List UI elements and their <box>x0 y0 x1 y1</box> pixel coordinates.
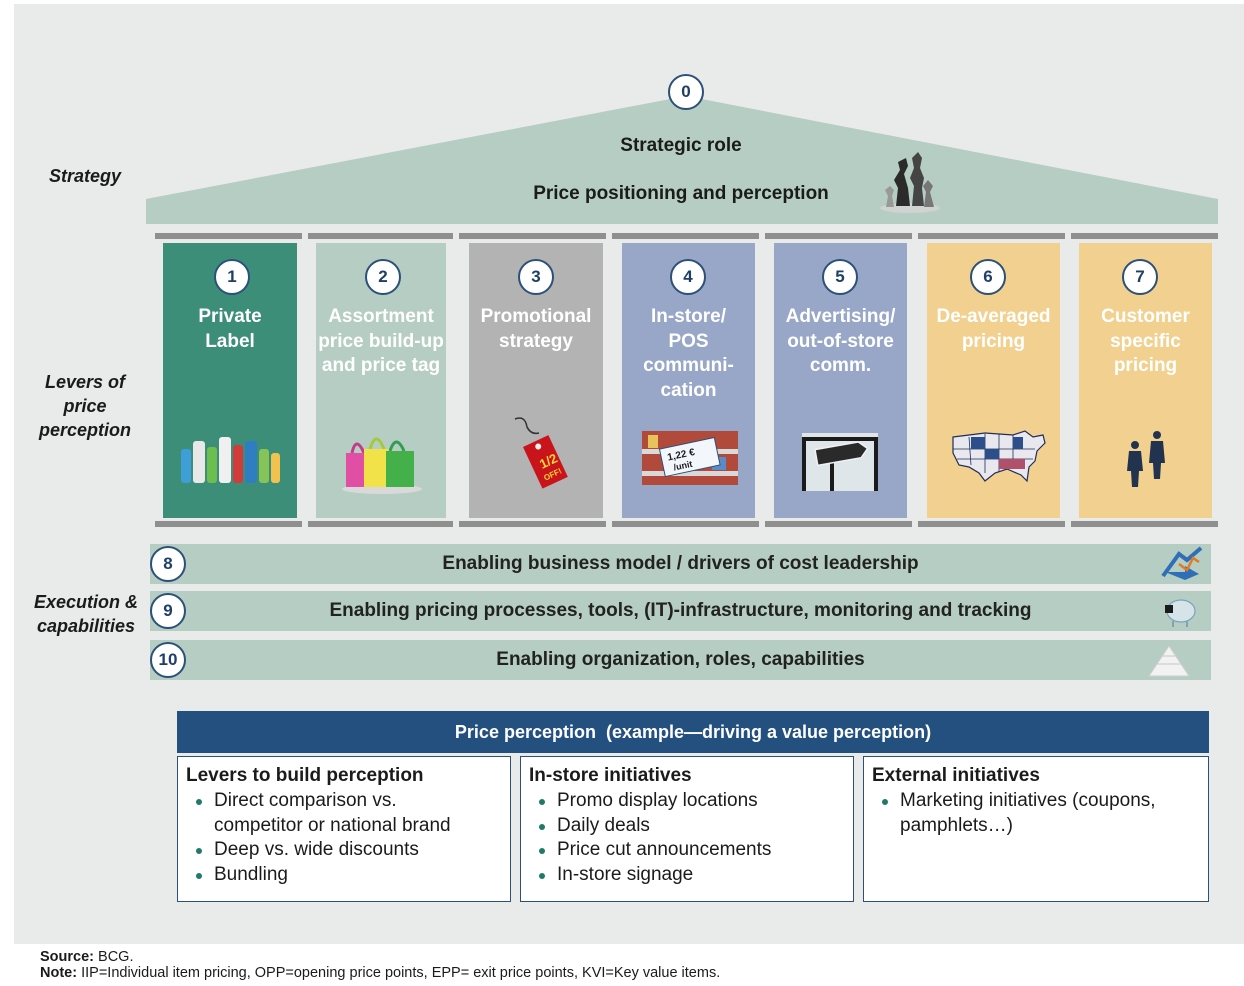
pillar-promotional-strategy: 3 Promotional strategy 1/2 OFF! <box>469 243 603 518</box>
roof-title: Strategic role <box>620 135 742 156</box>
pillar-number-badge: 1 <box>214 259 250 295</box>
pillar-label: De-averaged pricing <box>936 306 1051 352</box>
list-item: Daily deals <box>529 814 771 839</box>
piggy-bank-icon <box>1165 599 1196 627</box>
pillar-customer-specific-pricing: 7 Customer specific pricing <box>1079 243 1212 518</box>
source-label: Source: <box>40 949 94 965</box>
box-title: Levers to build perception <box>186 765 424 786</box>
pillar-number-badge: 4 <box>670 259 706 295</box>
box-title: External initiatives <box>872 765 1040 786</box>
signpost-icon <box>802 433 878 491</box>
bottom-beam-3 <box>459 521 606 527</box>
box-list: Marketing initiatives (coupons, pamphlet… <box>872 789 1190 838</box>
bottom-beam-2 <box>308 521 453 527</box>
list-item: In-store signage <box>529 863 771 888</box>
top-beam-5 <box>765 233 912 239</box>
list-item: Marketing initiatives (coupons, pamphlet… <box>872 789 1190 838</box>
list-item: Promo display locations <box>529 789 771 814</box>
band-organization: 10 Enabling organization, roles, capabil… <box>150 640 1211 680</box>
band-number-badge: 8 <box>150 546 186 582</box>
pyramid-icon <box>1148 645 1190 677</box>
us-map-icon <box>952 430 1046 483</box>
shelf-label-unit: /unit <box>673 459 694 473</box>
pillar-label: Assortment price build-up and price tag <box>318 306 444 376</box>
example-header-text: Price perception (example—driving a valu… <box>454 722 932 742</box>
band-number-badge: 10 <box>150 642 186 678</box>
chess-pieces-icon <box>880 152 940 213</box>
source-line: Source: BCG. <box>40 949 133 965</box>
top-beam-1 <box>155 233 302 239</box>
band-pricing-processes: 9 Enabling pricing processes, tools, (IT… <box>150 591 1211 631</box>
list-item: Direct comparison vs. competitor or nati… <box>186 789 484 838</box>
pillar-in-store-communication: 4 In-store/ POS communi-cation 1,22 € /u… <box>622 243 755 518</box>
top-beam-7 <box>1071 233 1218 239</box>
source-text: BCG. <box>98 949 134 965</box>
note-text: IIP=Individual item pricing, OPP=opening… <box>81 965 721 981</box>
pillar-number-badge: 7 <box>1122 259 1158 295</box>
note-line: Note: IIP=Individual item pricing, OPP=o… <box>40 965 720 981</box>
pillar-number-badge: 3 <box>518 259 554 295</box>
band-text: Enabling organization, roles, capabiliti… <box>496 649 865 670</box>
pillar-number-badge: 5 <box>822 259 858 295</box>
bottom-beam-7 <box>1071 521 1218 527</box>
band-text: Enabling business model / drivers of cos… <box>442 553 919 574</box>
pillar-number-badge: 2 <box>365 259 401 295</box>
pillar-private-label: 1 Private Label <box>163 243 297 518</box>
roof-subtitle: Price positioning and perception <box>533 183 829 204</box>
pillar-label: In-store/ POS communi-cation <box>643 306 734 401</box>
bottom-beam-6 <box>918 521 1065 527</box>
bottom-beam-1 <box>155 521 302 527</box>
pillar-label: Promotional strategy <box>480 306 592 352</box>
growth-arrow-icon <box>1161 546 1203 580</box>
price-tag-icon: 1/2 OFF! <box>514 417 568 489</box>
people-icon <box>1127 431 1165 487</box>
shopping-bags-icon <box>342 437 422 494</box>
box-title: In-store initiatives <box>529 765 692 786</box>
box-levers-to-build-perception: Levers to build perception Direct compar… <box>177 756 511 902</box>
top-beam-3 <box>459 233 606 239</box>
pillar-label: Customer specific pricing <box>1101 306 1190 376</box>
shelf-price-label-icon: 1,22 € /unit <box>642 431 738 485</box>
list-item: Deep vs. wide discounts <box>186 838 484 863</box>
roof-number-badge: 0 <box>668 74 704 110</box>
box-in-store-initiatives: In-store initiatives Promo display locat… <box>520 756 854 902</box>
box-external-initiatives: External initiatives Marketing initiativ… <box>863 756 1209 902</box>
bottom-beam-4 <box>612 521 759 527</box>
list-item: Price cut announcements <box>529 838 771 863</box>
pillar-label: Private Label <box>198 306 262 352</box>
pillar-assortment-price: 2 Assortment price build-up and price ta… <box>316 243 446 518</box>
top-beam-4 <box>612 233 759 239</box>
box-list: Promo display locations Daily deals Pric… <box>529 789 771 887</box>
band-number-badge: 9 <box>150 593 186 629</box>
list-item: Bundling <box>186 863 484 888</box>
execution-label: Execution & capabilities <box>33 592 139 636</box>
box-list: Direct comparison vs. competitor or nati… <box>186 789 484 887</box>
pillar-advertising: 5 Advertising/ out-of-store comm. <box>774 243 907 518</box>
top-beam-6 <box>918 233 1065 239</box>
band-cost-leadership: 8 Enabling business model / drivers of c… <box>150 544 1211 584</box>
bottom-beam-5 <box>765 521 912 527</box>
pillar-number-badge: 6 <box>970 259 1006 295</box>
levers-label: Levers of price perception <box>38 372 131 440</box>
pillar-de-averaged-pricing: 6 De-averaged pricing <box>927 243 1060 518</box>
roof-shape <box>146 96 1218 224</box>
example-header: Price perception (example—driving a valu… <box>177 711 1209 753</box>
note-label: Note: <box>40 965 78 981</box>
price-tag-text: 1/2 <box>537 450 560 471</box>
band-text: Enabling pricing processes, tools, (IT)-… <box>329 600 1032 621</box>
strategy-label: Strategy <box>48 166 122 186</box>
pillar-label: Advertising/ out-of-store comm. <box>785 306 896 376</box>
top-beam-2 <box>308 233 453 239</box>
bottles-icon <box>181 437 280 483</box>
